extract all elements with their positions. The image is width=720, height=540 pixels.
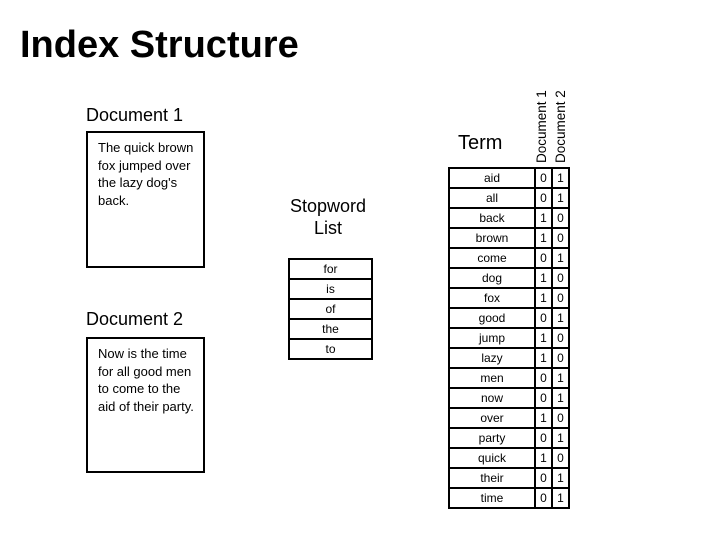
doc2-flag-cell: 1 [551,187,570,209]
term-row: quick 1 0 [448,447,570,469]
term-cell: come [448,247,536,269]
term-row: jump 1 0 [448,327,570,349]
doc2-flag-cell: 1 [551,387,570,409]
doc1-flag-cell: 1 [534,267,553,289]
doc2-flag-cell: 1 [551,467,570,489]
term-cell: jump [448,327,536,349]
term-cell: dog [448,267,536,289]
term-row: good 0 1 [448,307,570,329]
stopword-cell: the [288,318,373,340]
term-cell: now [448,387,536,409]
document-1-text-line: The quick brown [98,140,194,155]
document-1-text-line: fox jumped over [98,157,191,173]
term-row: men 0 1 [448,367,570,389]
term-table-column-header-document-1: Document 1 [534,90,549,163]
doc2-flag-cell: 1 [551,367,570,389]
doc1-flag-cell: 0 [534,247,553,269]
term-row: brown 1 0 [448,227,570,249]
term-cell: party [448,427,536,449]
stopword-row: to [288,338,373,360]
doc1-flag-cell: 1 [534,407,553,429]
doc2-flag-cell: 1 [551,167,570,189]
term-row: over 1 0 [448,407,570,429]
term-incidence-table: aid 0 1 all 0 1 back 1 0 brown 1 0 come … [448,167,570,509]
doc1-flag-cell: 1 [534,327,553,349]
term-table-header: Term [458,132,503,154]
stopword-table: for is of the to [288,258,373,360]
document-1-label: Document 1 [86,105,184,125]
doc1-flag-cell: 0 [534,467,553,489]
document-2-text-line: for all good men [98,363,192,379]
doc1-flag-cell: 1 [534,227,553,249]
term-cell: aid [448,167,536,189]
term-row: party 0 1 [448,427,570,449]
term-cell: all [448,187,536,209]
doc1-flag-cell: 1 [534,347,553,369]
term-cell: men [448,367,536,389]
stopword-cell: of [288,298,373,320]
term-cell: back [448,207,536,229]
doc2-flag-cell: 1 [551,427,570,449]
doc2-flag-cell: 0 [551,227,570,249]
term-row: back 1 0 [448,207,570,229]
term-row: lazy 1 0 [448,347,570,369]
doc1-flag-cell: 1 [534,287,553,309]
term-table-column-header-document-2: Document 2 [553,90,568,163]
term-row: their 0 1 [448,467,570,489]
stopword-list-label: Stopword List [258,196,398,239]
term-row: come 0 1 [448,247,570,269]
term-cell: quick [448,447,536,469]
doc2-flag-cell: 1 [551,307,570,329]
doc1-flag-cell: 0 [534,387,553,409]
term-cell: fox [448,287,536,309]
document-2-label: Document 2 [86,309,184,329]
doc1-flag-cell: 0 [534,427,553,449]
doc2-flag-cell: 0 [551,447,570,469]
stopword-row: for [288,258,373,280]
term-cell: over [448,407,536,429]
doc2-flag-cell: 0 [551,207,570,229]
document-2-text-line: aid of their party. [98,398,194,414]
doc2-flag-cell: 0 [551,347,570,369]
document-2-text-line: to come to the [98,381,181,396]
term-row: fox 1 0 [448,287,570,309]
stopword-cell: is [288,278,373,300]
doc1-flag-cell: 0 [534,187,553,209]
stopword-row: the [288,318,373,340]
term-row: time 0 1 [448,487,570,509]
document-1-text-line: the lazy dog's [98,175,178,190]
term-row: dog 1 0 [448,267,570,289]
term-cell: their [448,467,536,489]
doc1-flag-cell: 0 [534,487,553,509]
document-1-box: The quick brown fox jumped over the lazy… [86,131,205,268]
doc1-flag-cell: 0 [534,367,553,389]
stopword-row: is [288,278,373,300]
doc2-flag-cell: 0 [551,267,570,289]
doc2-flag-cell: 0 [551,327,570,349]
stopword-row: of [288,298,373,320]
term-cell: brown [448,227,536,249]
stopword-cell: for [288,258,373,280]
term-cell: good [448,307,536,329]
doc1-flag-cell: 0 [534,167,553,189]
doc2-flag-cell: 1 [551,247,570,269]
stopword-cell: to [288,338,373,360]
term-cell: time [448,487,536,509]
document-1-text-line: back. [98,192,130,208]
document-2-text-line: Now is the time [98,346,187,361]
doc1-flag-cell: 0 [534,307,553,329]
stopword-list-label-line: List [313,217,342,238]
term-row: all 0 1 [448,187,570,209]
term-row: now 0 1 [448,387,570,409]
term-row: aid 0 1 [448,167,570,189]
page-title: Index Structure [20,24,299,66]
doc2-flag-cell: 0 [551,407,570,429]
doc2-flag-cell: 1 [551,487,570,509]
doc2-flag-cell: 0 [551,287,570,309]
term-cell: lazy [448,347,536,369]
doc1-flag-cell: 1 [534,447,553,469]
document-2-box: Now is the time for all good men to come… [86,337,205,473]
doc1-flag-cell: 1 [534,207,553,229]
stopword-list-label-line: Stopword [289,196,367,216]
